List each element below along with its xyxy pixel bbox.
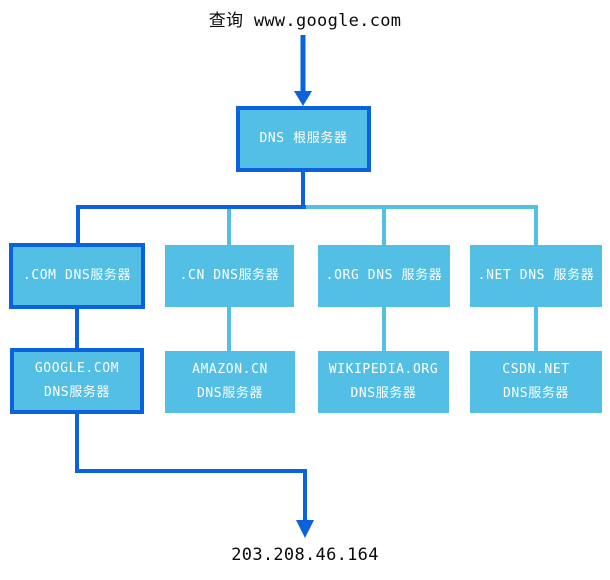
node-csdn-net-dns-server: CSDN.NET DNS服务器: [470, 351, 602, 413]
node-label-line1: GOOGLE.COM: [34, 361, 120, 376]
node-label-line1: WIKIPEDIA.ORG: [328, 362, 439, 377]
query-arrowhead-icon: [294, 91, 312, 106]
edge-root-to-com: [76, 205, 306, 247]
node-google-com-dns-server: GOOGLE.COM DNS服务器: [10, 348, 144, 414]
node-cn-dns-server: .CN DNS服务器: [165, 245, 294, 307]
node-label-line1: AMAZON.CN: [192, 362, 268, 377]
node-label-line2: DNS服务器: [43, 385, 111, 400]
node-dns-root-server: DNS 根服务器: [236, 106, 371, 172]
result-ip: 203.208.46.164: [231, 545, 379, 565]
node-com-dns-server: .COM DNS服务器: [9, 243, 145, 309]
node-net-dns-server: .NET DNS 服务器: [470, 245, 602, 307]
node-label: .ORG DNS 服务器: [325, 268, 443, 283]
node-label-line2: DNS服务器: [196, 386, 264, 401]
node-label-line2: DNS服务器: [350, 386, 417, 401]
node-amazon-cn-dns-server: AMAZON.CN DNS服务器: [165, 351, 295, 413]
node-label-line1: CSDN.NET: [502, 362, 570, 377]
node-label: .CN DNS服务器: [179, 268, 280, 283]
node-label: DNS 根服务器: [259, 131, 348, 146]
result-arrowhead-icon: [296, 520, 314, 538]
query-label: 查询 www.google.com: [208, 11, 402, 31]
node-label-line2: DNS服务器: [502, 386, 570, 401]
node-label: .COM DNS服务器: [22, 268, 132, 283]
node-wikipedia-org-dns-server: WIKIPEDIA.ORG DNS服务器: [318, 351, 449, 413]
node-org-dns-server: .ORG DNS 服务器: [318, 245, 450, 307]
edge-google-to-result: [75, 412, 307, 522]
node-label: .NET DNS 服务器: [477, 268, 595, 283]
